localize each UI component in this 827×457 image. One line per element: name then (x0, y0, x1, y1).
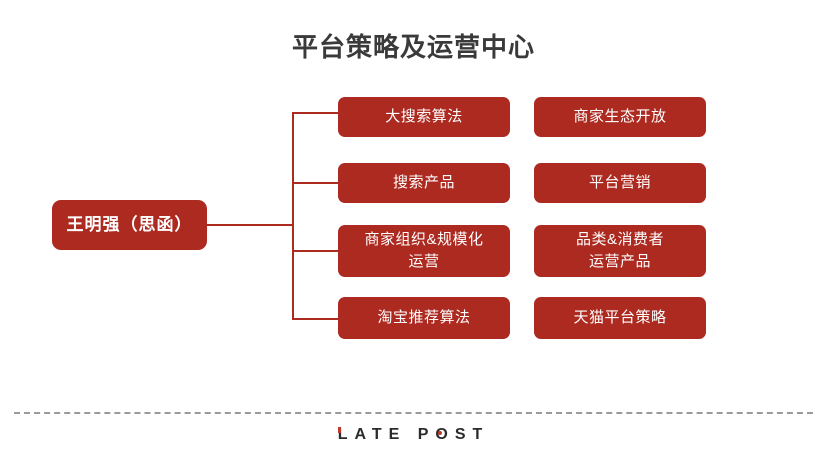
connector-branch-4 (292, 318, 339, 320)
org-node-c2-r1[interactable]: 商家生态开放 (534, 97, 706, 137)
org-node-root[interactable]: 王明强（思函） (52, 200, 207, 250)
org-node-c1-r3-label: 商家组织&规模化 运营 (364, 230, 484, 271)
org-node-c1-r2-label: 搜索产品 (392, 173, 455, 191)
org-node-c2-r3-label: 品类&消费者 运营产品 (575, 230, 664, 271)
connector-root-stem (207, 224, 294, 226)
org-node-c1-r3[interactable]: 商家组织&规模化 运营 (338, 225, 510, 277)
footer-brand-wordmark: LATE POST (0, 426, 827, 444)
org-node-c2-r2-label: 平台营销 (588, 173, 651, 191)
connector-branch-1 (292, 112, 339, 114)
org-node-c1-r1-label: 大搜索算法 (385, 107, 463, 125)
org-node-c2-r1-label: 商家生态开放 (573, 107, 667, 125)
footer-divider (14, 412, 813, 414)
connector-trunk (292, 112, 294, 320)
brand-letter-p: P (417, 426, 436, 443)
connector-branch-3 (292, 250, 339, 252)
org-node-c1-r1[interactable]: 大搜索算法 (338, 97, 510, 137)
connector-branch-2 (292, 182, 339, 184)
org-node-c1-r4[interactable]: 淘宝推荐算法 (338, 297, 510, 339)
org-node-c1-r2[interactable]: 搜索产品 (338, 163, 510, 203)
org-node-c2-r2[interactable]: 平台营销 (534, 163, 706, 203)
brand-letter-o: O (435, 426, 455, 443)
brand-letters-ate: ATE (354, 426, 407, 443)
org-node-c1-r4-label: 淘宝推荐算法 (377, 308, 471, 326)
brand-letters-st: ST (454, 426, 490, 443)
org-node-c2-r4-label: 天猫平台策略 (573, 308, 667, 326)
org-node-root-label: 王明强（思函） (66, 215, 193, 235)
brand-space (406, 426, 417, 443)
page-title: 平台策略及运营中心 (291, 32, 535, 62)
org-node-c2-r4[interactable]: 天猫平台策略 (534, 297, 706, 339)
brand-letter-l: L (337, 426, 355, 443)
org-node-c2-r3[interactable]: 品类&消费者 运营产品 (534, 225, 706, 277)
